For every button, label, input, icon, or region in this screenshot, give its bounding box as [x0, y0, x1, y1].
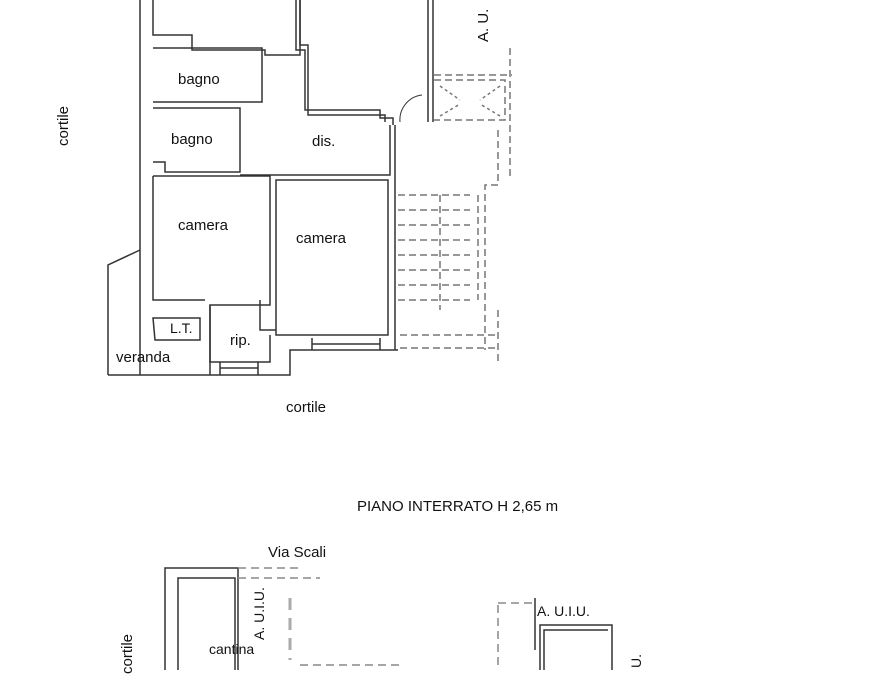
label-cortile-basement: cortile [119, 633, 136, 674]
label-au-top: A. U. [475, 8, 492, 42]
room-label-camera-1: camera [178, 217, 229, 234]
room-label-bagno-2: bagno [171, 131, 213, 148]
label-cortile-left: cortile [55, 105, 72, 146]
label-via-scali: Via Scali [268, 544, 327, 561]
room-label-cantina: cantina [209, 641, 255, 657]
room-label-lt: L.T. [170, 320, 193, 336]
label-auiu-vertical: A. U.I.U. [251, 587, 267, 640]
room-label-camera-2: camera [296, 230, 347, 247]
label-cortile-bottom: cortile [286, 399, 327, 416]
label-auiu-right: A. U.I.U. [537, 603, 590, 619]
basement-title: PIANO INTERRATO H 2,65 m [357, 498, 559, 515]
room-label-dis: dis. [312, 133, 336, 150]
room-label-rip: rip. [230, 332, 251, 349]
room-label-bagno-1: bagno [178, 71, 220, 88]
label-u-right: U. [628, 654, 644, 668]
room-label-veranda: veranda [116, 349, 171, 366]
